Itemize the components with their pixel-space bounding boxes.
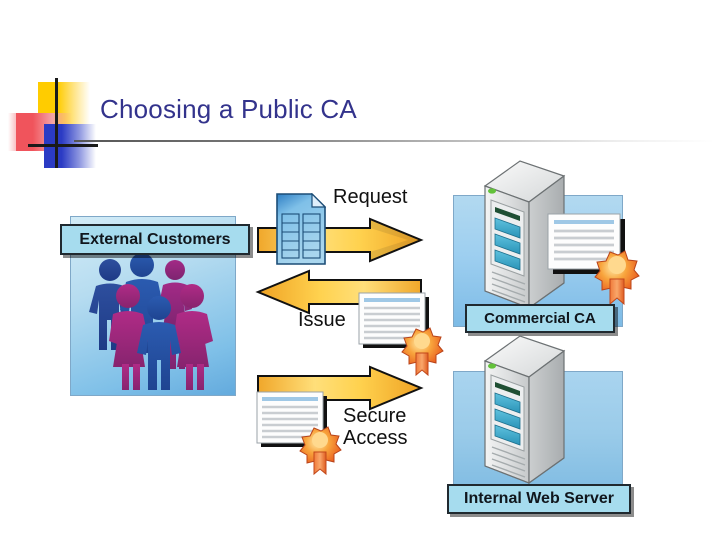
blue-document-icon <box>276 192 327 270</box>
internal-web-server-label: Internal Web Server <box>447 484 631 514</box>
external-customers-label-text: External Customers <box>79 230 231 248</box>
title-underline <box>74 140 714 142</box>
logo-vertical-line <box>55 78 58 168</box>
issue-label: Issue <box>298 309 346 331</box>
commercial-ca-label-text: Commercial CA <box>484 310 596 327</box>
commercial-ca-label: Commercial CA <box>465 304 615 333</box>
certificate-icon-issue <box>358 291 450 382</box>
people-group-icon <box>80 252 225 390</box>
decorative-logo <box>8 78 108 168</box>
server-tower-icon-internal-web-server <box>478 333 570 498</box>
secure-access-label-line1: Secure <box>343 405 407 427</box>
logo-horizontal-line <box>28 144 98 147</box>
secure-access-label-line2: Access <box>343 427 408 450</box>
logo-red-fade-block <box>8 113 30 151</box>
certificate-icon-secure-access <box>256 390 348 481</box>
internal-web-server-label-text: Internal Web Server <box>464 490 614 507</box>
people-group-svg <box>89 253 213 390</box>
request-label: Request <box>333 186 408 208</box>
secure-access-label: Secure Access <box>343 405 407 450</box>
certificate-icon-commercial-ca <box>547 212 647 311</box>
external-customers-label: External Customers <box>60 224 250 255</box>
page-title: Choosing a Public CA <box>100 94 357 124</box>
